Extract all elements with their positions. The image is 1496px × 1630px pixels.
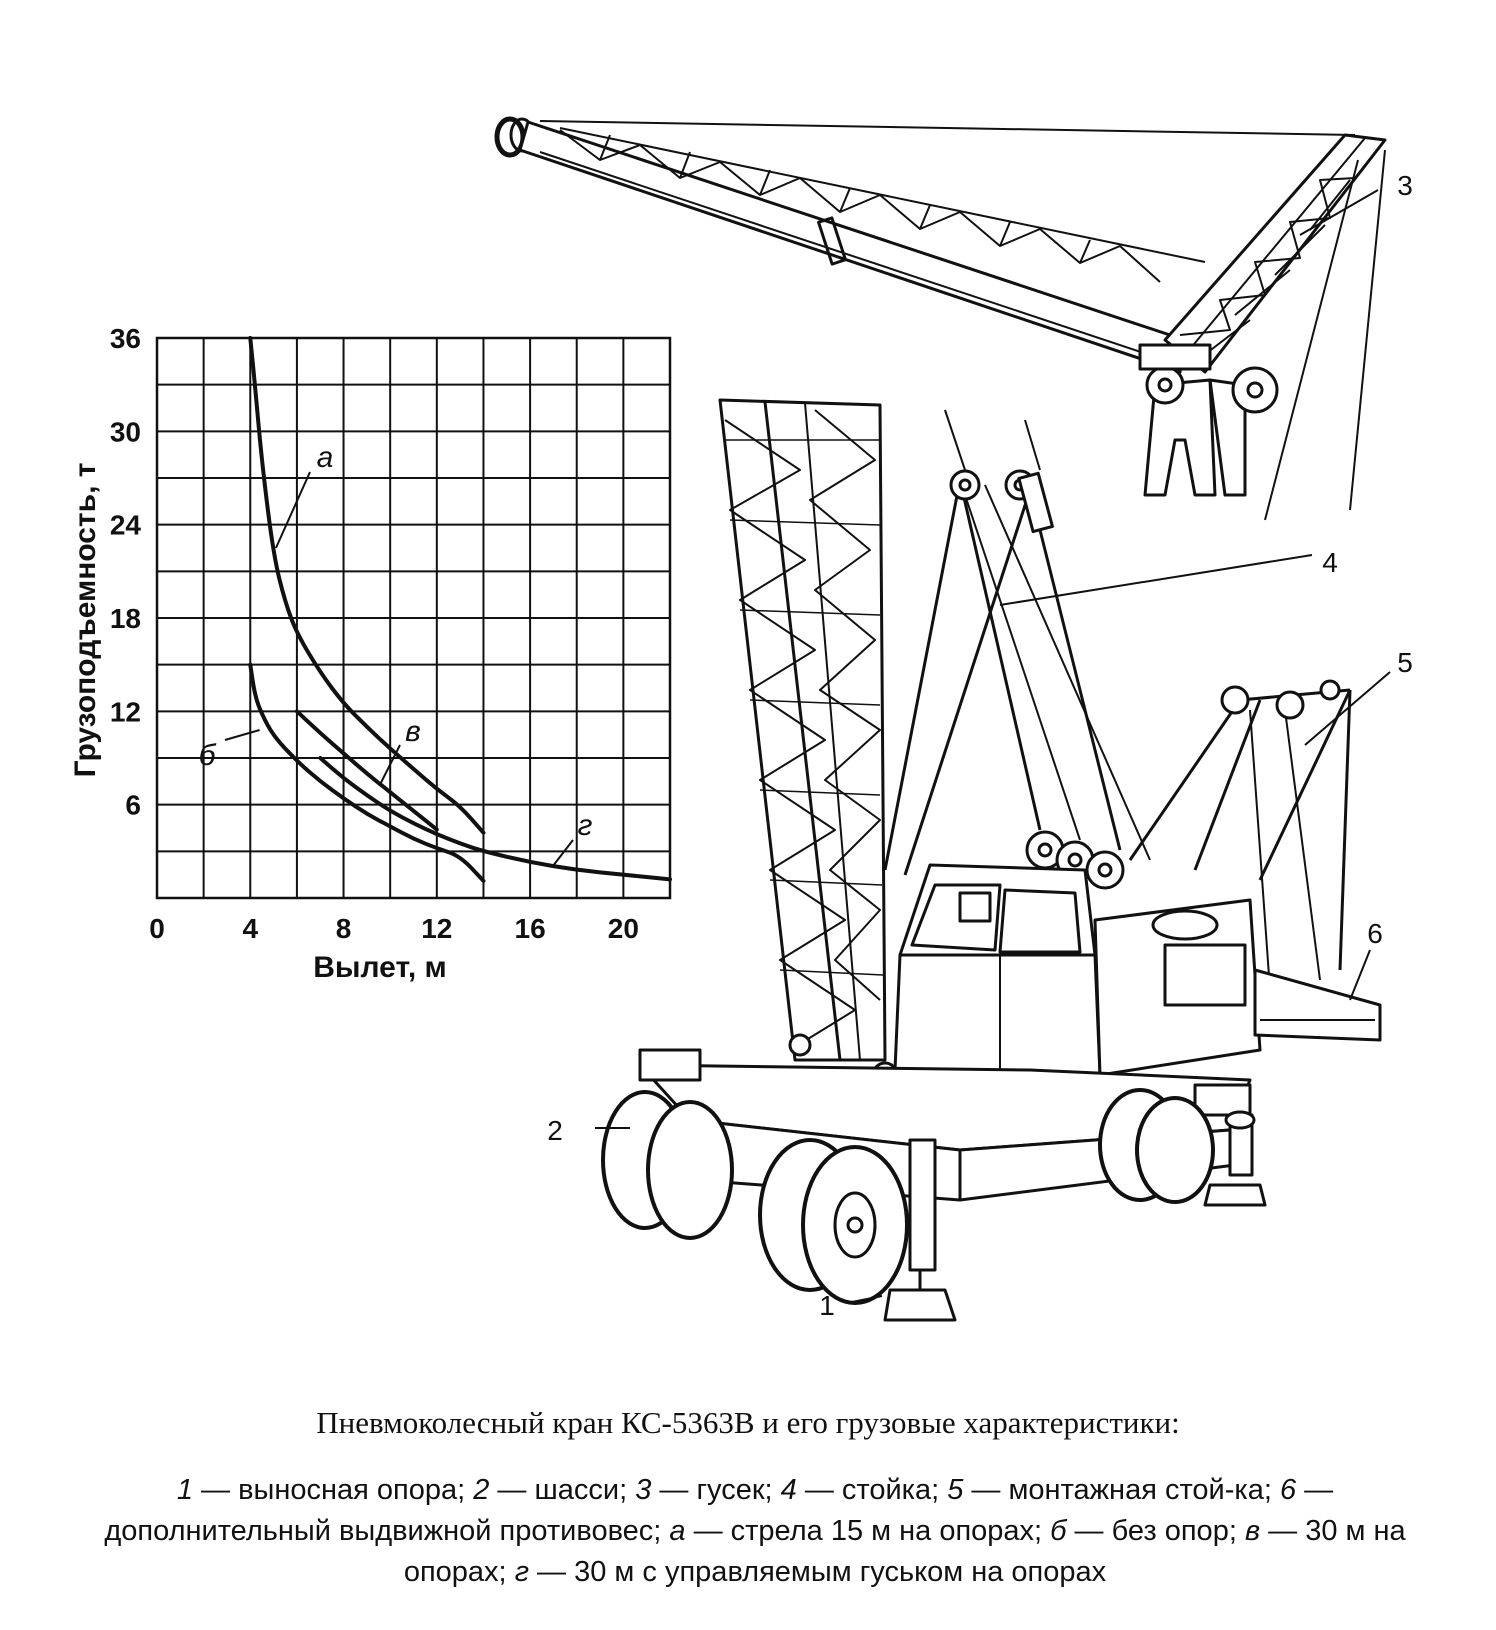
callout-4: 4 — [1322, 547, 1338, 578]
curve-б — [248, 662, 486, 883]
crane-boom — [718, 398, 899, 1089]
chart-ticks: 0 4 8 12 16 20 6 12 18 24 30 36 — [110, 323, 639, 944]
chart-curve-labels: а б в г — [199, 441, 593, 866]
y-tick-label: 36 — [110, 323, 141, 354]
callouts — [595, 189, 1391, 1303]
curve-в — [294, 709, 439, 832]
callout-6: 6 — [1367, 918, 1383, 949]
crane-drawing — [601, 398, 1382, 1322]
curve-label-б: б — [199, 739, 217, 772]
callout-3: 3 — [1397, 170, 1413, 201]
callout-labels: 1 2 3 4 5 6 — [547, 170, 1413, 1321]
legend-key: 3 — [635, 1474, 652, 1506]
legend-text: — стойка; — [796, 1474, 948, 1506]
x-tick-label: 16 — [515, 913, 546, 944]
callout-1: 1 — [819, 1290, 835, 1321]
curve-label-в: в — [405, 715, 421, 748]
jib-drawing — [494, 116, 1387, 521]
legend-key: б — [1050, 1515, 1067, 1547]
legend-text: — 30 м на опорах; — [403, 1515, 1406, 1588]
curve-label-leader — [552, 839, 574, 866]
x-tick-label: 0 — [149, 913, 165, 944]
legend-text: — шасси; — [489, 1474, 636, 1506]
legend-text: — стрела 15 м на опорах; — [685, 1515, 1051, 1547]
legend-text: — 30 м с управляемым гуськом на опорах — [529, 1556, 1107, 1588]
y-tick-label: 12 — [110, 696, 141, 727]
legend-text: — дополнительный выдвижной противовес; — [104, 1474, 1334, 1547]
mounting-stand — [1128, 679, 1352, 991]
legend-key: 1 — [176, 1474, 193, 1506]
x-axis-label: Вылет, м — [313, 951, 447, 984]
x-tick-label: 8 — [336, 913, 352, 944]
legend-key: 5 — [947, 1474, 964, 1506]
legend-key: 4 — [780, 1474, 797, 1506]
load-chart: 0 4 8 12 16 20 6 12 18 24 30 36 а б в г Вылет, м Грузо… — [69, 323, 672, 984]
y-tick-label: 6 — [125, 790, 141, 821]
y-axis-label: Грузоподъемность, т — [69, 463, 102, 778]
curve-label-leader — [379, 744, 401, 784]
chart-grid — [155, 336, 672, 900]
crane-wheels — [601, 1088, 1215, 1305]
y-tick-label: 30 — [110, 416, 141, 447]
legend-text: — гусек; — [651, 1474, 781, 1506]
curve-а — [248, 336, 486, 835]
figure-legend: 1 — выносная опора; 2 — шасси; 3 — гусек… — [70, 1470, 1440, 1593]
legend-text: — выносная опора; — [192, 1474, 474, 1506]
curve-label-leader — [224, 729, 260, 741]
legend-key: 6 — [1279, 1474, 1297, 1506]
winch-drums — [1025, 830, 1125, 890]
legend-key: а — [669, 1515, 686, 1547]
legend-key: 2 — [473, 1474, 490, 1506]
x-tick-label: 20 — [608, 913, 639, 944]
chart-curves — [248, 336, 672, 883]
x-tick-label: 4 — [242, 913, 258, 944]
legend-text: — без опор; — [1066, 1515, 1245, 1547]
legend-key: г — [514, 1556, 529, 1588]
curve-г — [318, 756, 672, 882]
crane-cab — [893, 863, 1382, 1077]
callout-5: 5 — [1397, 647, 1413, 678]
legend-text: — монтажная стой-ка; — [963, 1474, 1280, 1506]
y-tick-label: 18 — [110, 603, 141, 634]
curve-label-а: а — [317, 441, 334, 474]
crane-stand — [883, 409, 1151, 876]
callout-2: 2 — [547, 1115, 563, 1146]
legend-key: в — [1244, 1515, 1261, 1547]
x-tick-label: 12 — [421, 913, 452, 944]
curve-label-leader — [275, 471, 311, 549]
crane-outriggers — [883, 1110, 1267, 1322]
curve-label-г: г — [578, 809, 593, 842]
y-tick-label: 24 — [110, 510, 142, 541]
figure-title: Пневмоколесный кран КС-5363В и его грузо… — [316, 1405, 1180, 1440]
